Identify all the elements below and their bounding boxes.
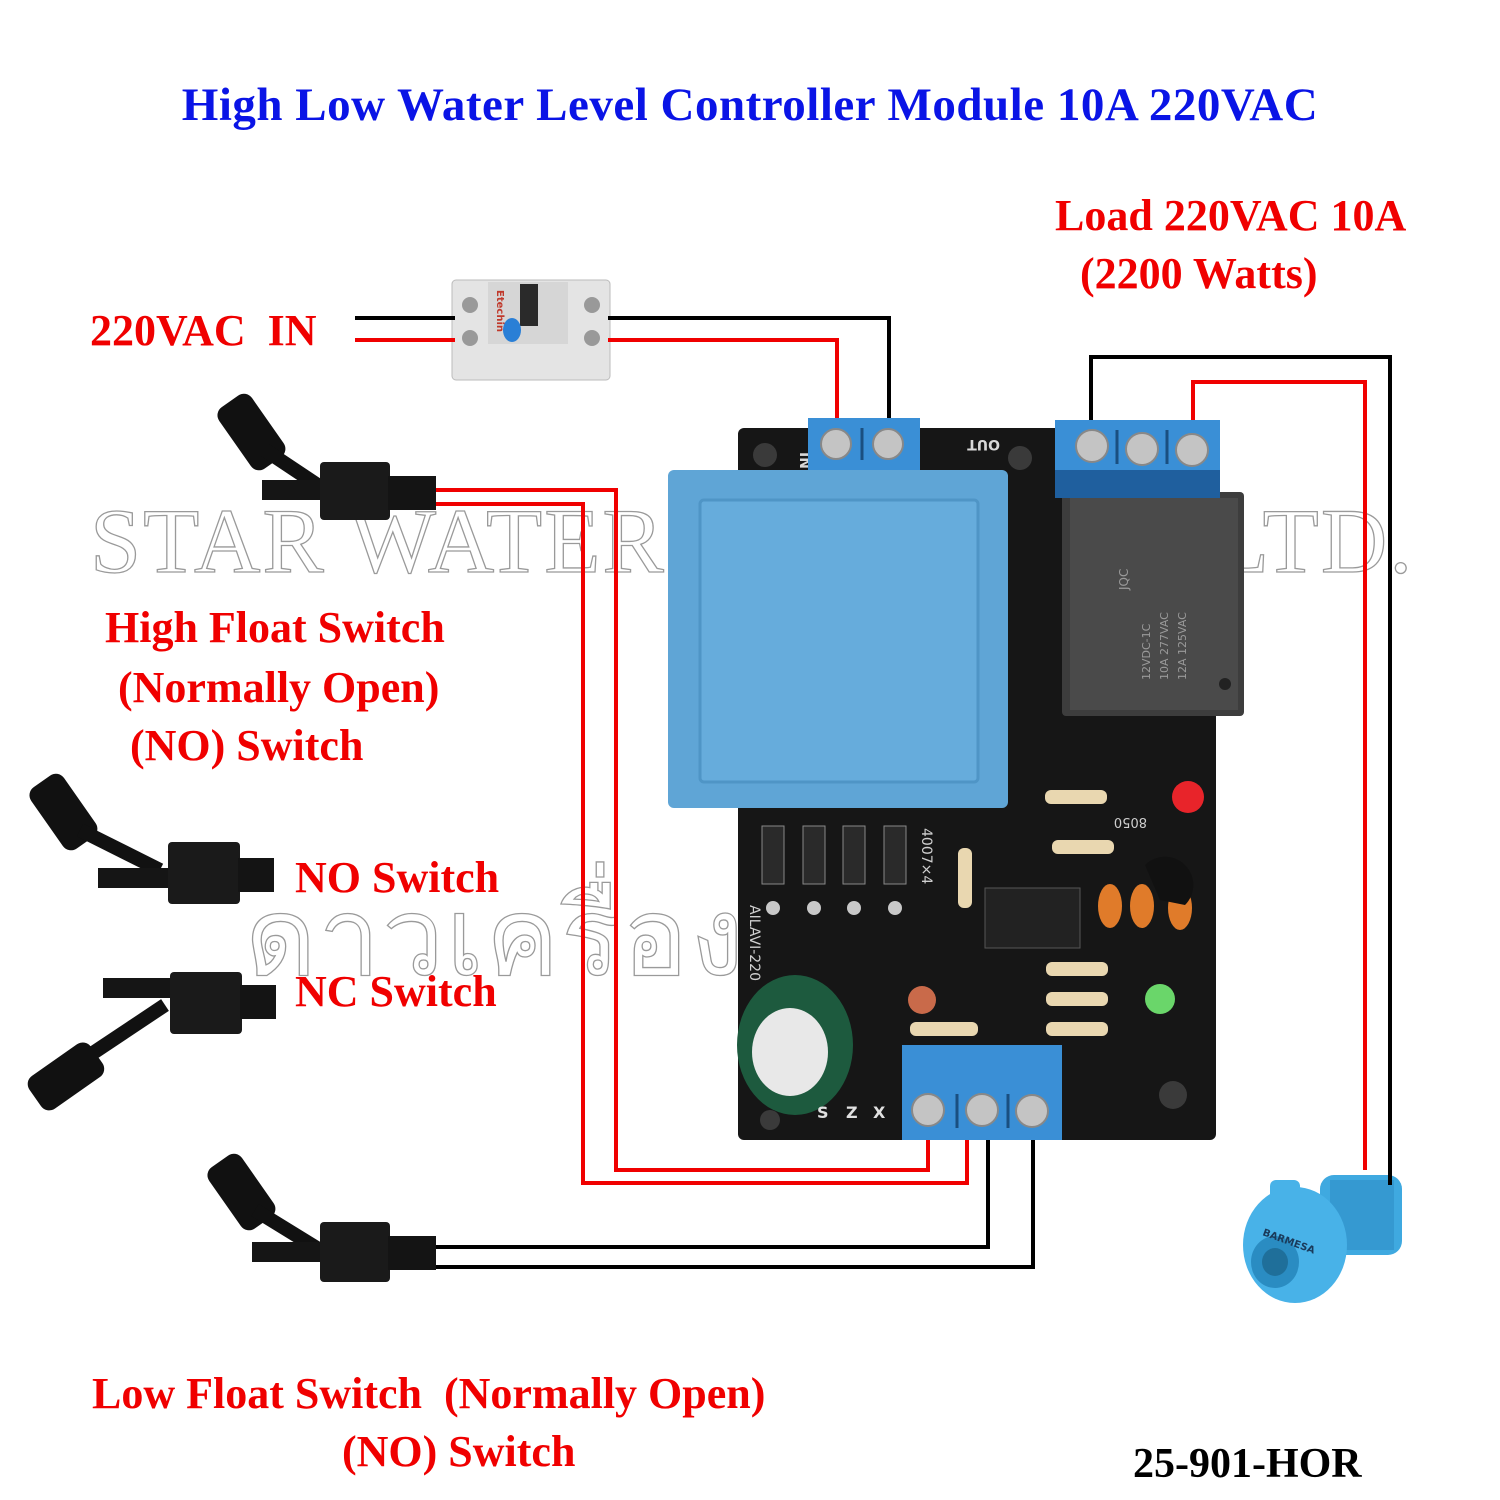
svg-text:OUT: OUT [967,436,1000,452]
electrolytic-capacitor [737,975,853,1115]
svg-text:S: S [817,1103,829,1122]
sensor-terminal-block: S Z X [817,1045,1062,1140]
svg-text:JQC: JQC [1117,569,1131,591]
no-float-switch [29,773,274,904]
svg-text:12A 125VAC: 12A 125VAC [1176,612,1189,680]
svg-text:10A 277VAC: 10A 277VAC [1158,612,1171,680]
output-terminal-block [1055,420,1220,498]
svg-text:Z: Z [846,1103,858,1122]
ic-chip [984,887,1081,949]
low-float-label-line2: (NO) Switch [342,1427,576,1476]
green-led [1145,984,1175,1014]
resistors [910,790,1114,1036]
svg-text:4007×4: 4007×4 [918,828,934,884]
red-led [1172,781,1204,813]
svg-text:12VDC-1C: 12VDC-1C [1140,623,1153,680]
circuit-breaker: Etechin [451,279,611,381]
transistor-label: 8050 [1114,814,1147,829]
low-float-switch [207,1153,436,1282]
input-terminal-block [808,418,920,470]
diagram-title: High Low Water Level Controller Module 1… [181,79,1319,131]
low-float-label-line1: Low Float Switch (Normally Open) [92,1369,766,1418]
rectifier-diodes: 4007×4 AILAVI-220 [746,825,934,981]
high-float-label-line3: (NO) Switch [130,721,364,770]
nc-switch-label: NC Switch [295,967,497,1016]
load-label-line1: Load 220VAC 10A [1055,191,1407,240]
wires [355,316,1392,1269]
transformer [668,470,1008,808]
svg-text:X: X [873,1103,886,1122]
transistor [1145,856,1194,905]
high-float-label-line2: (Normally Open) [118,663,440,712]
high-float-switch [217,393,436,520]
high-float-label-line1: High Float Switch [105,603,445,652]
no-switch-label: NO Switch [295,853,500,902]
nc-float-switch [27,972,276,1111]
power-input-label: 220VAC IN [90,306,317,355]
part-number: 25-901-HOR [1133,1441,1362,1487]
svg-text:AILAVI-220: AILAVI-220 [746,905,762,981]
relay: JQC 12VDC-1C 10A 277VAC 12A 125VAC [1062,492,1244,716]
water-pump: BARMESA [1243,1175,1402,1303]
svg-text:Etechin: Etechin [494,290,505,332]
load-label-line2: (2200 Watts) [1080,249,1318,298]
